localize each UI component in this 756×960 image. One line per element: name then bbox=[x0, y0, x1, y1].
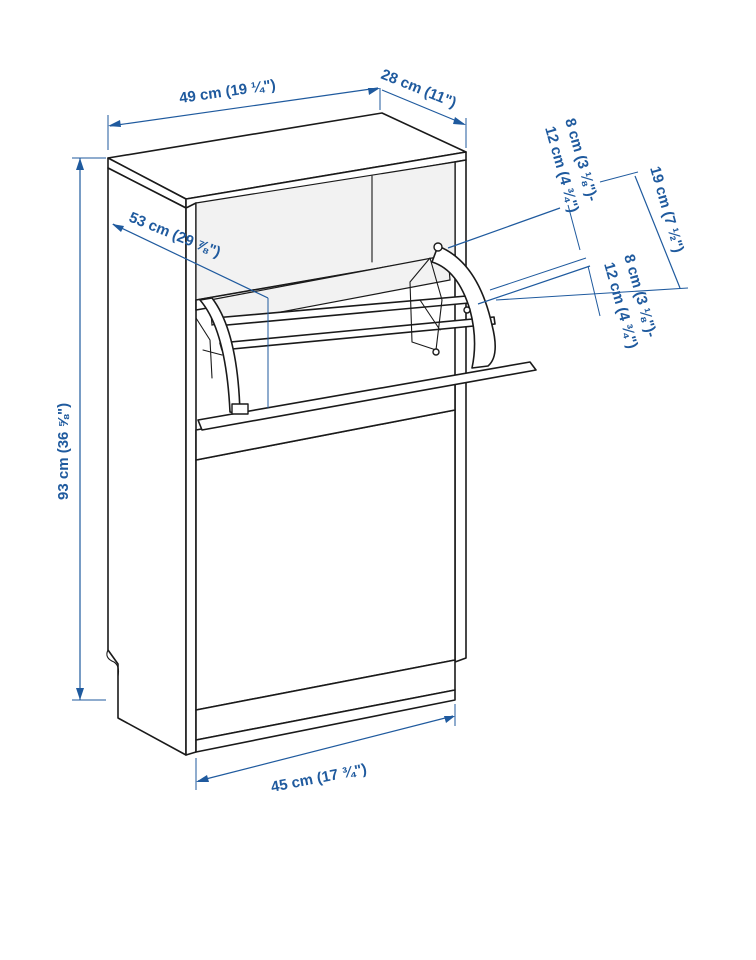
cabinet-front-left-rail bbox=[185, 202, 197, 756]
lower-door bbox=[195, 409, 456, 711]
dim-shoe-a-bottom bbox=[489, 257, 587, 291]
drawer-left-bracket-detail bbox=[195, 317, 223, 379]
dim-shoe-b-bar bbox=[587, 265, 601, 317]
dimension-lines bbox=[72, 87, 689, 790]
arrow-width-right bbox=[368, 88, 380, 95]
drawer-pivot bbox=[433, 242, 443, 252]
ext-compartment-bottom bbox=[495, 287, 689, 301]
arrow-height-top bbox=[76, 158, 84, 170]
ext-compartment-top bbox=[599, 171, 639, 183]
cabinet-drawing bbox=[106, 112, 537, 756]
label-compartment-height: 19 cm (7 ½") bbox=[646, 164, 687, 254]
cabinet-foot-cut bbox=[106, 649, 120, 677]
dim-shoe-a-leader bbox=[447, 207, 561, 249]
label-width-bottom: 45 cm (17 ¾") bbox=[270, 761, 369, 796]
dim-depth-top bbox=[381, 89, 465, 125]
arrow-door-left bbox=[112, 224, 124, 232]
dim-shoe-b-leader bbox=[477, 265, 591, 305]
cabinet-base-bottom bbox=[195, 689, 456, 753]
dim-compartment bbox=[634, 175, 681, 289]
label-width-top: 49 cm (19 ¼") bbox=[178, 77, 277, 107]
drawer-pivot-mid bbox=[463, 306, 471, 314]
cabinet-left-side bbox=[107, 167, 187, 756]
arrow-bottom-left bbox=[196, 775, 209, 782]
dim-shoe-a-bar bbox=[567, 204, 581, 251]
arrow-height-bottom bbox=[76, 688, 84, 700]
arrow-width-left bbox=[108, 120, 121, 127]
drawer-pivot-lower bbox=[432, 348, 440, 356]
drawer-front-flap bbox=[197, 361, 537, 431]
arrow-depth-right bbox=[453, 117, 466, 125]
drawer-right-bracket-linkage bbox=[409, 257, 443, 351]
drawer-hinge-left bbox=[231, 403, 249, 415]
dim-width-top bbox=[109, 87, 379, 127]
dim-door-open bbox=[112, 223, 269, 299]
drawer-right-bracket bbox=[431, 245, 496, 369]
label-height: 93 cm (36 ⅝") bbox=[55, 403, 72, 500]
dim-width-bottom bbox=[197, 715, 454, 782]
cabinet-right-side bbox=[454, 159, 467, 663]
arrow-bottom-right bbox=[444, 716, 455, 723]
open-shoe-drawer bbox=[195, 242, 537, 431]
